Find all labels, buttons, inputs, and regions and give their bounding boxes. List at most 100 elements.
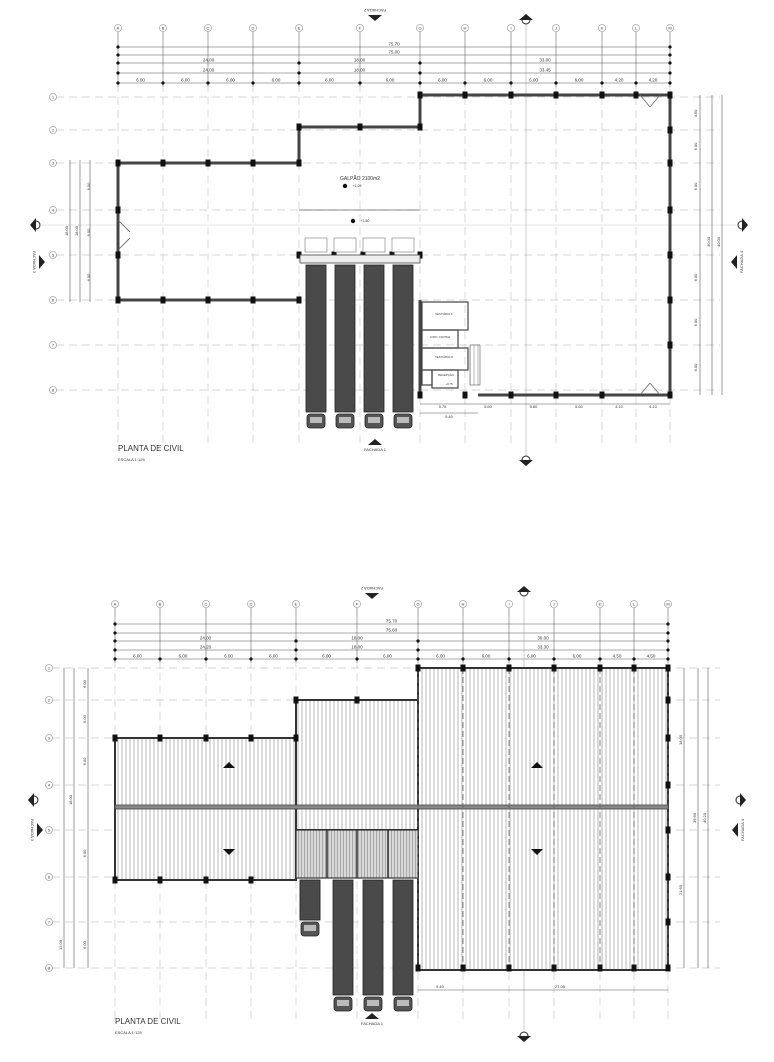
room-label: VESTIÁRIO M <box>435 355 454 359</box>
dimension-group: 33.45 <box>539 68 551 73</box>
truck-windshield <box>397 1000 409 1006</box>
structural-column <box>667 341 673 349</box>
facade-arrow-icon <box>731 255 737 269</box>
dimension-segment: 6.00 <box>436 654 445 659</box>
truck <box>363 264 385 429</box>
dimension-bottom: 5.60 <box>484 404 493 409</box>
structural-column <box>665 664 671 672</box>
structural-column <box>296 251 302 259</box>
dimension-tick <box>666 657 670 661</box>
dimension-tick <box>666 622 670 626</box>
section-marker-right <box>735 793 746 807</box>
dimension-tick <box>668 61 672 65</box>
structural-column <box>667 296 673 304</box>
dimension-tick <box>666 639 670 643</box>
dimension-group: 24.00 <box>203 58 215 63</box>
facade-arrow-icon <box>368 439 382 445</box>
truck-trailer <box>392 264 414 413</box>
dimension-segment: 6.00 <box>438 78 447 83</box>
grid-row-label: 7 <box>48 920 51 925</box>
structural-column <box>415 964 421 972</box>
level-marker-icon <box>342 183 348 189</box>
truck <box>334 264 356 429</box>
dimension-tick <box>416 639 420 643</box>
grid-column-label: H <box>462 602 465 607</box>
truck-trailer <box>305 264 327 413</box>
truck-trailer <box>299 879 321 921</box>
facade-label: FACHADA 4 <box>739 250 744 273</box>
structural-column <box>462 91 468 99</box>
section-marker-bottom <box>519 455 533 466</box>
grid-column-label: K <box>601 26 604 31</box>
truck-trailer <box>334 264 356 413</box>
dimension-segment: 6.00 <box>179 654 188 659</box>
dimension-tick <box>666 631 670 635</box>
structural-column <box>112 734 118 742</box>
structural-column <box>553 91 559 99</box>
dimension-right: 40.20 <box>702 812 707 823</box>
structural-column <box>665 734 671 742</box>
grid-bubble <box>630 600 638 608</box>
structural-column <box>293 696 299 704</box>
dimension-group: 18.00 <box>351 645 363 650</box>
grid-column-label: A <box>114 602 117 607</box>
dimension-bottom: 4.10 <box>615 404 624 409</box>
dimension-right: 6.00 <box>693 142 698 151</box>
structural-column <box>293 734 299 742</box>
facade-marker-top: FACHADA 2 <box>360 586 383 599</box>
grid-bubble <box>552 24 560 32</box>
dock-leveler <box>391 237 415 253</box>
dimension-tick <box>461 657 465 661</box>
dimension-right: 6.00 <box>693 318 698 327</box>
grid-column-label: J <box>553 602 555 607</box>
structural-column <box>157 876 163 884</box>
grid-bubble <box>505 600 513 608</box>
dock-bumper-strip <box>299 254 421 264</box>
dimension-tick <box>416 657 420 661</box>
grid-column-label: F <box>359 26 362 31</box>
dimension-right: 30.00 <box>706 236 711 247</box>
dimension-segment: 6.00 <box>573 654 582 659</box>
dimension-tick <box>116 71 120 75</box>
grid-column-label: B <box>159 602 162 607</box>
section-arrow-icon <box>30 218 36 232</box>
dimension-segment: 6.00 <box>484 78 493 83</box>
roof-right-wing <box>417 667 669 971</box>
door-swing-icon <box>117 94 661 396</box>
structural-column <box>599 391 605 399</box>
dimension-left: 6.00 <box>82 714 87 723</box>
facade-label: FACHADA 1 <box>364 447 387 452</box>
dimension-group: 18.00 <box>354 58 366 63</box>
dimension-group: 30.00 <box>537 636 549 641</box>
grid-bubble <box>45 918 53 926</box>
dimension-segment: 6.00 <box>325 78 334 83</box>
section-arrow-icon <box>519 14 533 20</box>
dimension-tick <box>507 657 511 661</box>
dimension-overall: 75.70 <box>386 619 398 624</box>
dimension-segment: 6.00 <box>383 654 392 659</box>
grid-bubble <box>204 24 212 32</box>
dimension-segment: 6.00 <box>575 78 584 83</box>
structural-column <box>417 123 423 131</box>
dock-leveler <box>304 237 328 253</box>
dimension-left: 18.00 <box>74 225 79 236</box>
truck-windshield <box>397 417 409 423</box>
dimension-segment: 6.00 <box>272 78 281 83</box>
structural-column <box>667 391 673 399</box>
grid-column-label: C <box>207 26 210 31</box>
dimension-left: 6.00 <box>86 273 91 282</box>
dock-leveler <box>333 237 357 253</box>
facade-arrow-icon <box>732 823 738 837</box>
structural-column <box>460 964 466 972</box>
section-arrow-icon <box>740 793 746 807</box>
dimension-segment: 6.00 <box>181 78 190 83</box>
dimension-left: 6.00 <box>86 228 91 237</box>
grid-column-label: M <box>668 26 671 31</box>
grid-bubble <box>114 24 122 32</box>
room-wall <box>421 369 433 386</box>
facade-label: FACHADA 3 <box>32 251 37 274</box>
level-marker-icon <box>350 218 356 224</box>
dimension-right: 6.00 <box>693 182 698 191</box>
grid-row-label: 8 <box>52 388 55 393</box>
structural-column <box>597 964 603 972</box>
